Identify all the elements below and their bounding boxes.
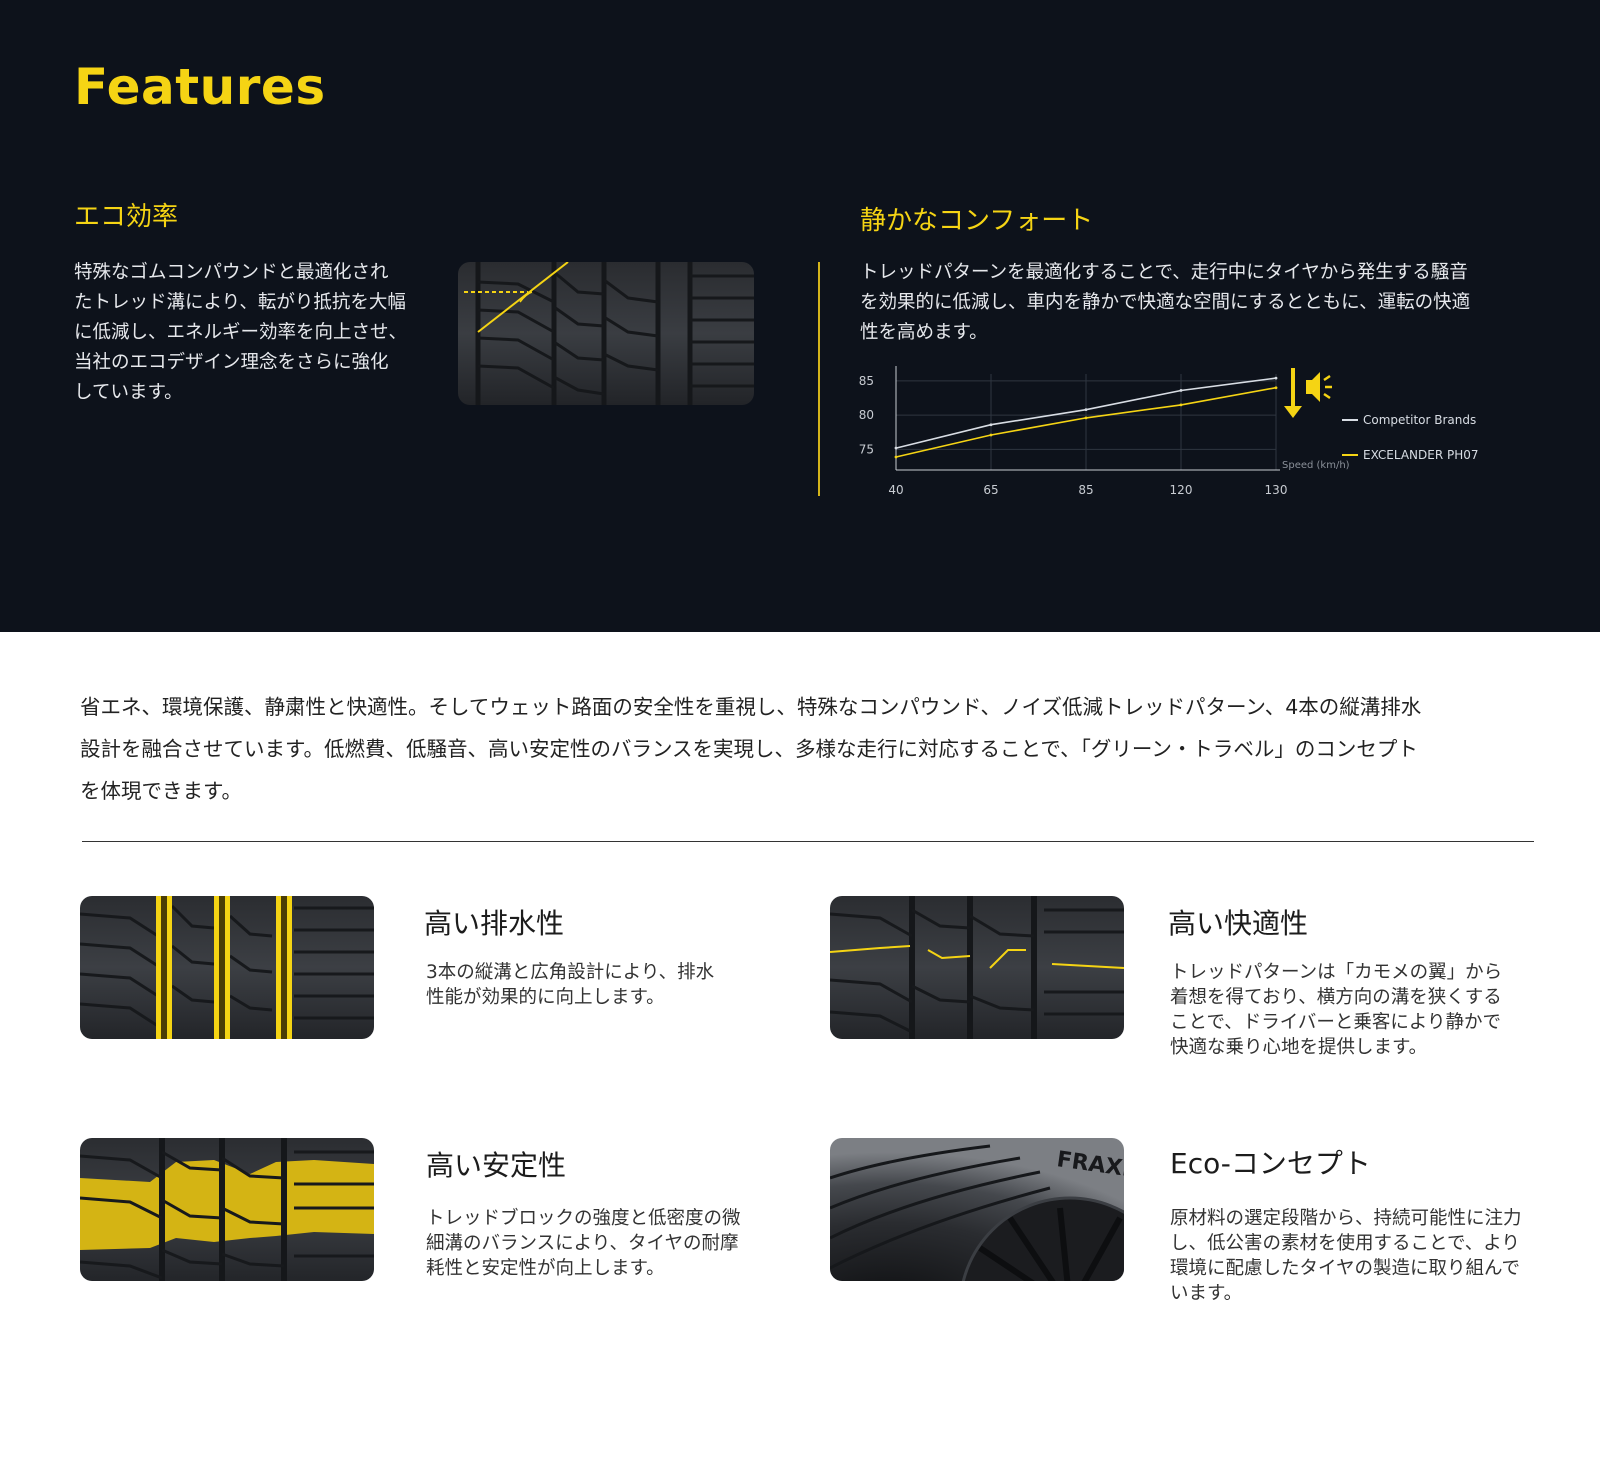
chart-y-tick-label: 85 (859, 374, 874, 388)
feature-desc-line: トレッドパターンは「カモメの翼」から (1170, 962, 1503, 983)
chart-data-point (1274, 376, 1278, 380)
quiet-comfort-title: 静かなコンフォート (860, 206, 1094, 236)
eco-efficiency-text: 特殊なゴムコンパウンドと最適化され たトレッド溝により、転がり抵抗を大幅 に低減… (74, 258, 434, 408)
eco-efficiency-line: 特殊なゴムコンパウンドと最適化され (74, 262, 389, 283)
intro-line: 省エネ、環境保護、静粛性と快適性。そしてウェット路面の安全性を重視し、特殊なコン… (80, 695, 1422, 719)
chart-legend-label: Competitor Brands (1363, 413, 1476, 427)
feature-desc-line: います。 (1170, 1283, 1243, 1304)
chart-x-tick-label: 65 (983, 483, 998, 497)
speaker-icon (1306, 372, 1320, 402)
chart-y-tick-label: 80 (859, 408, 874, 422)
feature-desc-stability: トレッドブロックの強度と低密度の微 細溝のバランスにより、タイヤの耐摩 耗性と安… (426, 1206, 776, 1281)
chart-x-axis-label: Speed (km/h) (1282, 460, 1350, 471)
down-arrow-icon-head (1284, 406, 1302, 418)
features-heading: Features (74, 58, 326, 116)
chart-x-tick-label: 40 (888, 483, 903, 497)
intro-line: 設計を融合させています。低燃費、低騒音、高い安定性のバランスを実現し、多様な走行… (80, 737, 1418, 761)
chart-x-tick-label: 120 (1170, 483, 1193, 497)
speaker-waves-icon (1323, 374, 1332, 400)
feature-title-drainage: 高い排水性 (424, 907, 565, 940)
section-divider (818, 262, 820, 496)
eco-concept-sidewall-image: FRAXE (830, 1138, 1124, 1281)
chart-data-point (894, 446, 898, 450)
eco-efficiency-line: しています。 (74, 382, 183, 403)
noise-chart-svg: 85 80 75 40 65 85 120 130 Speed (km/h) Competitor… (859, 366, 1479, 497)
chart-x-tick-label: 85 (1078, 483, 1093, 497)
eco-efficiency-line: 当社のエコデザイン理念をさらに強化 (74, 352, 389, 373)
quiet-comfort-text: トレッドパターンを最適化することで、走行中にタイヤから発生する騒音 を効果的に低… (860, 258, 1540, 348)
chart-y-tick-label: 75 (859, 442, 874, 456)
stability-tread-image (80, 1138, 374, 1281)
feature-desc-line: トレッドブロックの強度と低密度の微 (426, 1208, 741, 1229)
feature-title-comfort: 高い快適性 (1168, 907, 1309, 940)
chart-x-tick-label: 130 (1265, 483, 1288, 497)
chart-data-point (989, 433, 993, 437)
eco-efficiency-line: たトレッド溝により、転がり抵抗を大幅 (74, 292, 406, 313)
horizontal-divider (82, 841, 1534, 842)
comfort-tread-image (830, 896, 1124, 1039)
quiet-comfort-line: 性を高めます。 (860, 322, 988, 343)
feature-desc-comfort: トレッドパターンは「カモメの翼」から 着想を得ており、横方向の溝を狭くする こと… (1170, 960, 1570, 1060)
feature-desc-line: 性能が効果的に向上します。 (426, 987, 665, 1008)
feature-desc-line: 快適な乗り心地を提供します。 (1170, 1037, 1428, 1058)
chart-legend-label: EXCELANDER PH07 (1363, 448, 1479, 462)
intro-paragraph: 省エネ、環境保護、静粛性と快適性。そしてウェット路面の安全性を重視し、特殊なコン… (80, 686, 1540, 812)
chart-data-point (1179, 389, 1183, 392)
eco-efficiency-title: エコ効率 (74, 202, 179, 232)
chart-data-point (1084, 416, 1088, 420)
chart-data-point (989, 423, 993, 427)
feature-desc-line: 原材料の選定段階から、持続可能性に注力 (1170, 1208, 1522, 1229)
feature-desc-line: 3本の縦溝と広角設計により、排水 (426, 962, 715, 983)
feature-desc-line: 環境に配慮したタイヤの製造に取り組んで (1170, 1258, 1521, 1279)
feature-desc-line: 耗性と安定性が向上します。 (426, 1258, 665, 1279)
feature-desc-line: し、低公害の素材を使用することで、より (1170, 1233, 1520, 1254)
quiet-comfort-line: を効果的に低減し、車内を静かで快適な空間にするとともに、運転の快適 (860, 292, 1471, 313)
intro-line: を体現できます。 (80, 779, 242, 803)
chart-data-point (894, 455, 898, 459)
chart-data-point (1274, 386, 1278, 390)
chart-data-point (1179, 403, 1183, 407)
feature-desc-eco-concept: 原材料の選定段階から、持続可能性に注力 し、低公害の素材を使用することで、より … (1170, 1206, 1570, 1306)
feature-desc-drainage: 3本の縦溝と広角設計により、排水 性能が効果的に向上します。 (426, 960, 756, 1010)
feature-title-stability: 高い安定性 (426, 1149, 567, 1182)
feature-desc-line: ことで、ドライバーと乗客により静かで (1170, 1012, 1501, 1033)
feature-desc-line: 細溝のバランスにより、タイヤの耐摩 (426, 1233, 739, 1254)
feature-title-eco-concept: Eco-コンセプト (1170, 1147, 1371, 1180)
drainage-tread-image (80, 896, 374, 1039)
noise-chart: 85 80 75 40 65 85 120 130 Speed (km/h) Competitor… (840, 360, 1540, 510)
feature-desc-line: 着想を得ており、横方向の溝を狭くする (1170, 987, 1502, 1008)
features-dark-section (0, 0, 1600, 632)
eco-efficiency-line: に低減し、エネルギー効率を向上させ、 (74, 322, 408, 343)
quiet-comfort-line: トレッドパターンを最適化することで、走行中にタイヤから発生する騒音 (860, 262, 1468, 283)
chart-data-point (1084, 408, 1088, 412)
eco-tread-image (458, 262, 754, 405)
